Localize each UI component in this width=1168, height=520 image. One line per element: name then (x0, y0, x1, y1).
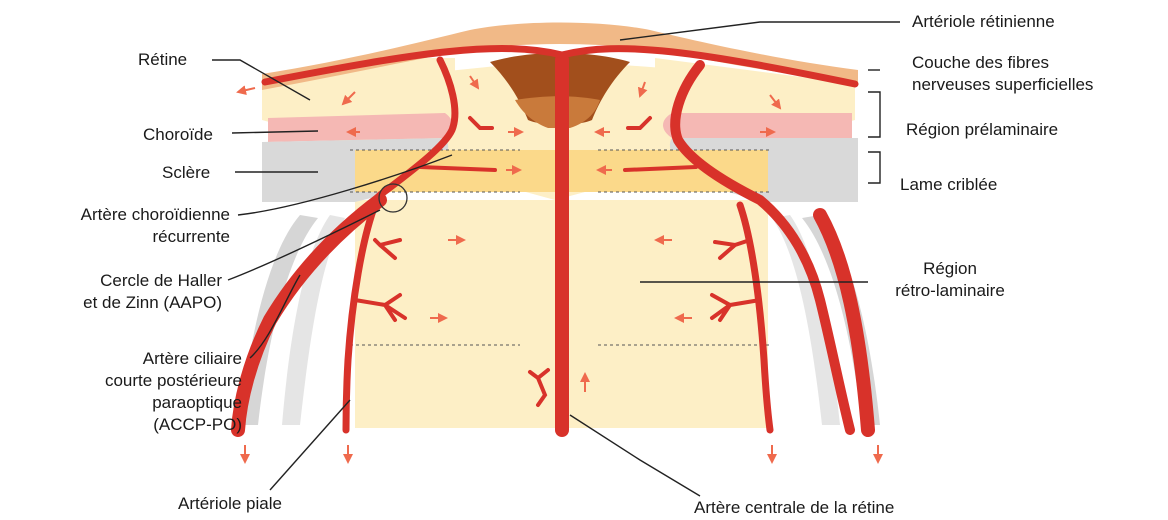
label-ciliaire-line3: paraoptique (8, 392, 242, 414)
label-retro-line2: rétro-laminaire (876, 280, 1024, 302)
choroid-right (663, 113, 852, 138)
label-ciliaire-line2: courte postérieure (8, 370, 242, 392)
label-couche-fibres: Couche des fibres nerveuses superficiell… (912, 52, 1093, 96)
label-ciliaire-line4: (ACCP-PO) (8, 414, 242, 436)
label-retine: Rétine (138, 49, 187, 71)
label-region-prelaminaire: Région prélaminaire (906, 119, 1058, 141)
label-choroide: Choroïde (143, 124, 213, 146)
label-cercle-line1: Cercle de Haller (20, 270, 222, 292)
label-artere-centrale: Artère centrale de la rétine (694, 497, 894, 519)
label-retro-line1: Région (876, 258, 1024, 280)
label-arteriole-piale: Artériole piale (178, 493, 282, 515)
label-lame-criblee: Lame criblée (900, 174, 997, 196)
choroid-left (268, 113, 453, 142)
label-artere-choroidienne: Artère choroïdienne récurrente (20, 204, 230, 248)
label-cercle-haller-zinn: Cercle de Haller et de Zinn (AAPO) (20, 270, 222, 314)
label-artere-ciliaire: Artère ciliaire courte postérieure parao… (8, 348, 242, 436)
label-couche-line1: Couche des fibres (912, 52, 1093, 74)
label-region-retro-laminaire: Région rétro-laminaire (876, 258, 1024, 302)
label-artere-choroidienne-line1: Artère choroïdienne (20, 204, 230, 226)
label-arteriole-retinienne: Artériole rétinienne (912, 11, 1055, 33)
label-ciliaire-line1: Artère ciliaire (8, 348, 242, 370)
label-couche-line2: nerveuses superficielles (912, 74, 1093, 96)
label-artere-choroidienne-line2: récurrente (20, 226, 230, 248)
label-sclere: Sclère (162, 162, 210, 184)
label-cercle-line2: et de Zinn (AAPO) (20, 292, 222, 314)
